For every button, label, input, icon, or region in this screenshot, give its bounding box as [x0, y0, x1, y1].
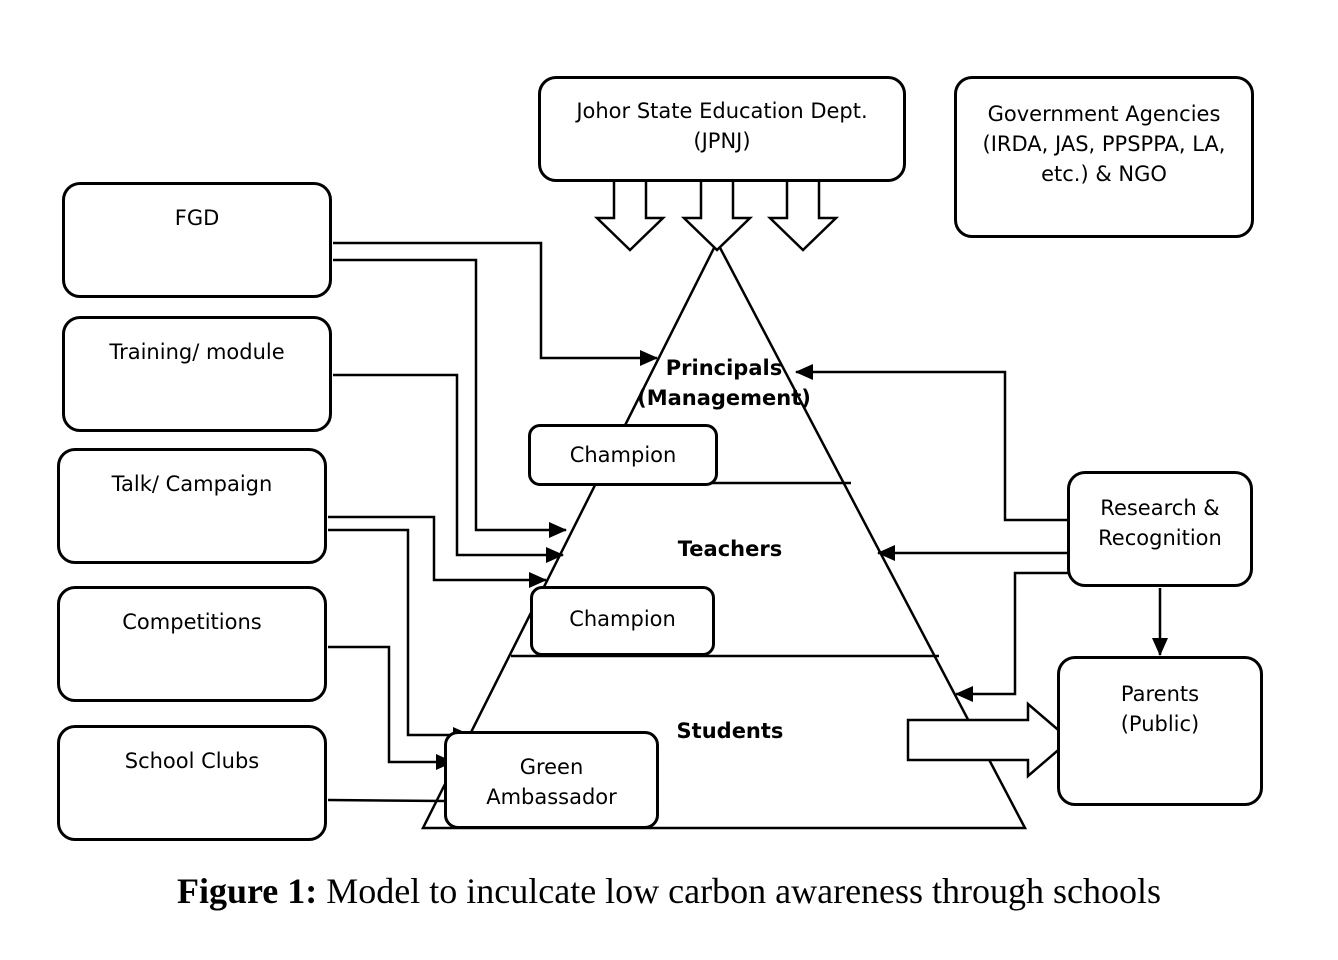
- jpnj-line1: Johor State Education Dept.: [576, 99, 868, 123]
- champion-box-teachers: Champion: [530, 586, 715, 656]
- gov-line2: (IRDA, JAS, PPSPPA, LA,: [982, 132, 1226, 156]
- students-label: Students: [676, 719, 784, 743]
- training-label: Training/ module: [109, 340, 285, 364]
- parents-box: Parents (Public): [1057, 656, 1263, 806]
- competitions-box: Competitions: [57, 586, 327, 702]
- fgd-label: FGD: [174, 206, 220, 230]
- fgd-to-teachers-connector: [333, 258, 567, 538]
- research-line2: Recognition: [1098, 526, 1222, 550]
- down-arrow-left: [593, 180, 667, 252]
- principals-label: Principals (Management): [624, 353, 824, 413]
- clubs-label: School Clubs: [124, 749, 260, 773]
- caption-label: Figure 1:: [176, 871, 318, 911]
- research-to-students-connector: [955, 571, 1068, 702]
- talk-label: Talk/ Campaign: [111, 472, 273, 496]
- parents-line2: (Public): [1120, 712, 1200, 736]
- talk-box: Talk/ Campaign: [57, 448, 327, 564]
- principals-line1: Principals: [665, 356, 783, 380]
- gov-line1: Government Agencies: [987, 102, 1221, 126]
- research-to-principals-connector: [795, 364, 1068, 522]
- clubs-box: School Clubs: [57, 725, 327, 841]
- champion-box-principals: Champion: [528, 424, 718, 486]
- students-to-parents-arrow: [906, 701, 1072, 779]
- jpnj-box: Johor State Education Dept. (JPNJ): [538, 76, 906, 182]
- talk-to-green-connector: [328, 528, 471, 743]
- gov-agencies-box: Government Agencies (IRDA, JAS, PPSPPA, …: [954, 76, 1254, 238]
- principals-line2: (Management): [637, 386, 811, 410]
- clubs-to-green-connector: [327, 798, 446, 803]
- champion-label-1: Champion: [569, 443, 677, 467]
- research-line1: Research &: [1100, 496, 1220, 520]
- jpnj-line2: (JPNJ): [693, 129, 751, 153]
- green-line1: Green: [519, 755, 584, 779]
- training-box: Training/ module: [62, 316, 332, 432]
- competitions-label: Competitions: [122, 610, 262, 634]
- training-to-teachers-connector: [333, 373, 564, 563]
- down-arrow-right: [766, 180, 840, 252]
- parents-line1: Parents: [1120, 682, 1200, 706]
- green-ambassador-box: Green Ambassador: [444, 731, 659, 829]
- green-line2: Ambassador: [486, 785, 617, 809]
- champion-label-2: Champion: [569, 607, 676, 631]
- down-arrow-center: [680, 180, 754, 252]
- teachers-label: Teachers: [677, 537, 783, 561]
- talk-to-teachers-connector: [328, 515, 547, 588]
- fgd-box: FGD: [62, 182, 332, 298]
- research-recognition-box: Research & Recognition: [1067, 471, 1253, 587]
- caption-text: Model to inculcate low carbon awareness …: [317, 871, 1162, 911]
- pyramid-outline: [420, 239, 1028, 830]
- competitions-to-green-connector: [328, 645, 454, 770]
- figure-caption: Figure 1: Model to inculcate low carbon …: [0, 870, 1338, 912]
- fgd-to-principals-connector: [333, 241, 658, 366]
- gov-line3: etc.) & NGO: [1041, 162, 1167, 186]
